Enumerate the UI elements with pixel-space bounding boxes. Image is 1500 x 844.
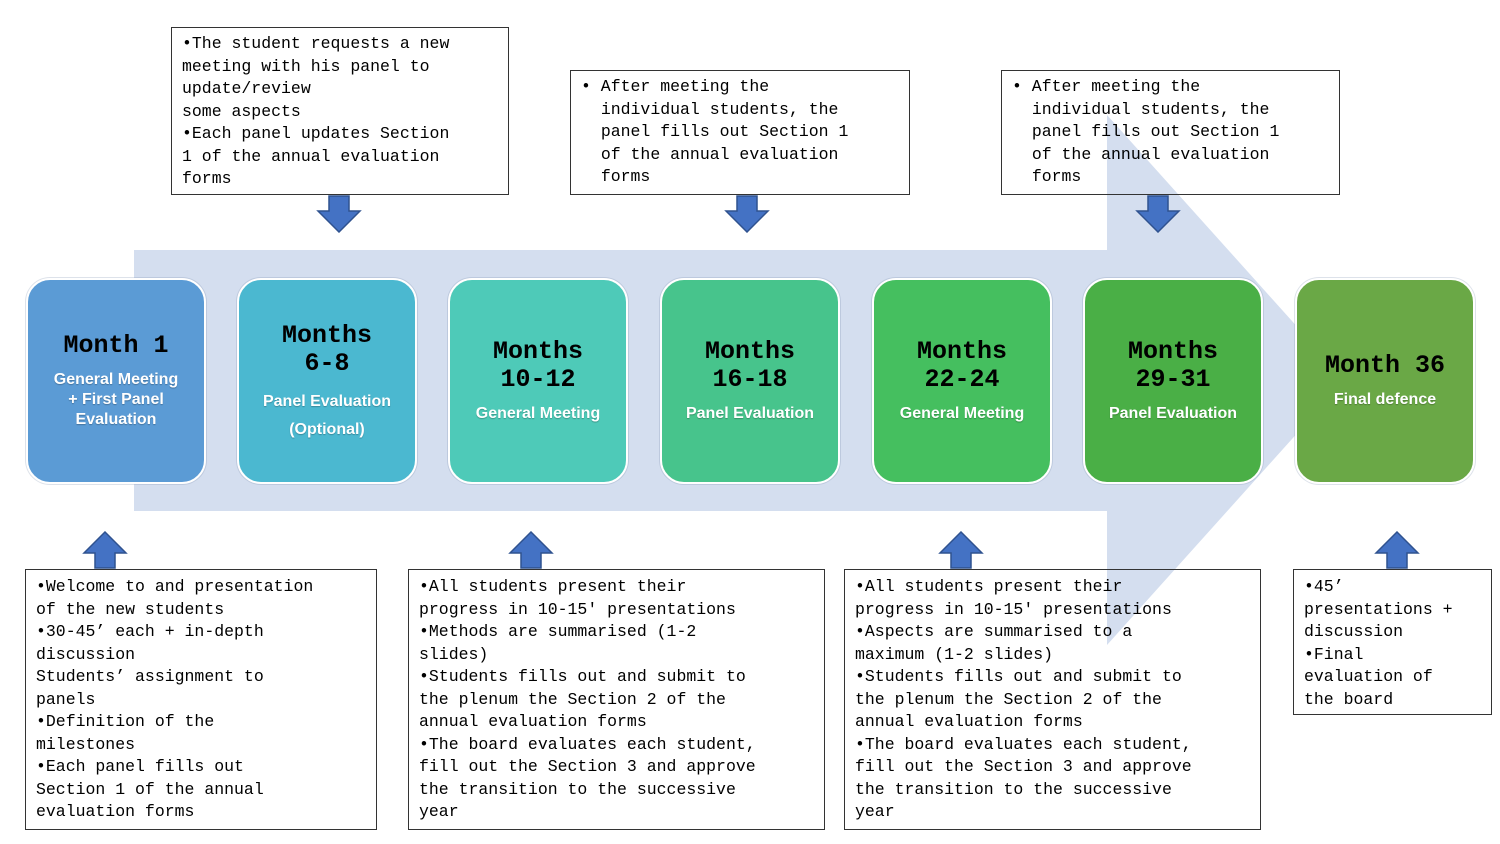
bottom-note-months-10-12: •All students present their progress in 1… (408, 569, 825, 830)
note-line: year (855, 802, 895, 821)
stage-month-36: Month 36 Final defence (1295, 278, 1475, 484)
note-line: the board (1304, 689, 1394, 709)
note-line: •45’ (1304, 577, 1344, 596)
stage-title: Months 22-24 (916, 337, 1007, 394)
note-line: • After meeting the (1012, 77, 1201, 96)
note-line: the transition to the successive (419, 779, 736, 799)
note-line: milestones (36, 734, 136, 754)
note-line: discussion (36, 644, 136, 664)
note-line: •All students present their (855, 577, 1123, 596)
note-line: fill out the Section 3 and approve (855, 757, 1192, 776)
note-line: the transition to the successive (855, 779, 1172, 799)
note-line: the plenum the Section 2 of the (419, 689, 726, 709)
note-line: •Welcome to and presentation (36, 577, 314, 596)
note-line: individual students, the (1012, 99, 1270, 119)
stage-months-16-18: Months 16-18 Panel Evaluation (660, 278, 840, 484)
note-line: Students’ assignment to (36, 667, 264, 686)
note-line: of the annual evaluation (1012, 144, 1270, 164)
note-line: panels (36, 689, 96, 709)
stage-title: Months 10-12 (492, 337, 583, 394)
note-line: •Final (1304, 644, 1364, 664)
up-arrow-icon (82, 531, 128, 569)
note-line: 1 of the annual evaluation (182, 146, 440, 166)
note-line: •The board evaluates each student, (419, 734, 756, 754)
stage-subtitle: General Meeting + First Panel Evaluation (53, 371, 179, 428)
stage-subtitle: General Meeting (475, 405, 601, 422)
down-arrow-icon (724, 195, 770, 233)
note-line: •The student requests a new (182, 34, 450, 53)
note-line: • After meeting the (581, 77, 770, 96)
note-line: maximum (1-2 slides) (855, 644, 1054, 664)
note-line: panel fills out Section 1 (1012, 122, 1280, 141)
note-line: •Students fills out and submit to (419, 667, 746, 686)
stage-subtitle: Panel Evaluation (685, 405, 815, 422)
down-arrow-icon (316, 195, 362, 233)
stage-subtitle: Panel Evaluation (1108, 405, 1238, 422)
note-line: forms (1012, 167, 1082, 186)
note-line: evaluation forms (36, 802, 195, 821)
note-line: •Definition of the (36, 712, 215, 731)
note-line: progress in 10-15' presentations (855, 599, 1172, 619)
note-line: year (419, 802, 459, 821)
note-line: some aspects (182, 101, 301, 121)
note-line: individual students, the (581, 99, 839, 119)
stage-subtitle: General Meeting (899, 405, 1025, 422)
stage-subtitle: Final defence (1333, 391, 1437, 408)
stage-subtitle-note: (Optional) (289, 421, 365, 438)
note-line: •Each panel fills out (36, 757, 244, 776)
top-note-months-29-31: • After meeting the individual students,… (1001, 70, 1340, 195)
stage-title: Month 36 (1324, 351, 1446, 380)
note-line: of the new students (36, 599, 225, 619)
down-arrow-icon (1135, 195, 1181, 233)
note-line: annual evaluation forms (855, 712, 1083, 731)
stage-title: Months 6-8 (281, 321, 372, 378)
note-line: Section 1 of the annual (36, 779, 264, 799)
note-line: •Students fills out and submit to (855, 667, 1182, 686)
note-line: presentations + (1304, 599, 1453, 619)
note-line: •Aspects are summarised to a (855, 622, 1133, 641)
note-line: panel fills out Section 1 (581, 122, 849, 141)
note-line: evaluation of (1304, 667, 1433, 686)
stage-title: Months 16-18 (704, 337, 795, 394)
note-line: annual evaluation forms (419, 712, 647, 731)
note-line: •All students present their (419, 577, 687, 596)
stage-title: Months 29-31 (1127, 337, 1218, 394)
stage-month-1: Month 1 General Meeting + First Panel Ev… (26, 278, 206, 484)
stage-months-29-31: Months 29-31 Panel Evaluation (1083, 278, 1263, 484)
up-arrow-icon (508, 531, 554, 569)
stage-months-22-24: Months 22-24 General Meeting (872, 278, 1052, 484)
note-line: forms (581, 167, 651, 186)
note-line: •The board evaluates each student, (855, 734, 1192, 754)
note-line: •30-45’ each + in-depth (36, 622, 264, 641)
bottom-note-month-1: •Welcome to and presentation of the new s… (25, 569, 377, 830)
top-note-months-6-8: •The student requests a new meeting with … (171, 27, 509, 195)
stage-title: Month 1 (63, 331, 169, 360)
up-arrow-icon (938, 531, 984, 569)
note-line: fill out the Section 3 and approve (419, 757, 756, 776)
note-line: of the annual evaluation (581, 144, 839, 164)
stage-subtitle: Panel Evaluation (262, 393, 392, 410)
note-line: the plenum the Section 2 of the (855, 689, 1162, 709)
note-line: •Each panel updates Section (182, 124, 450, 143)
note-line: discussion (1304, 622, 1404, 641)
note-line: forms (182, 169, 232, 188)
note-line: meeting with his panel to (182, 56, 430, 76)
top-note-months-16-18: • After meeting the individual students,… (570, 70, 910, 195)
stage-months-10-12: Months 10-12 General Meeting (448, 278, 628, 484)
up-arrow-icon (1374, 531, 1420, 569)
bottom-note-month-36: •45’ presentations + discussion •Final evalu… (1293, 569, 1492, 715)
bottom-note-months-22-24: •All students present their progress in 1… (844, 569, 1261, 830)
note-line: slides) (419, 644, 489, 664)
note-line: progress in 10-15' presentations (419, 599, 736, 619)
stage-months-6-8: Months 6-8 Panel Evaluation (Optional) (237, 278, 417, 484)
note-line: •Methods are summarised (1-2 (419, 622, 697, 641)
note-line: update/review (182, 79, 311, 98)
